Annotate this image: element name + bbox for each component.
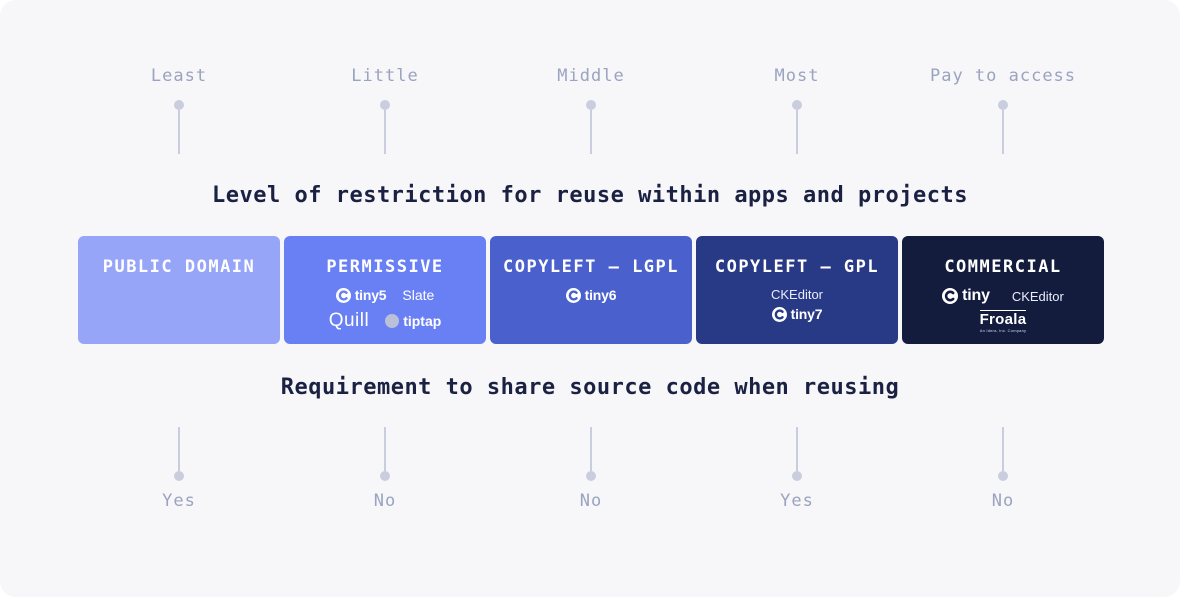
tinymce5-logo: tiny5 xyxy=(335,287,387,303)
stem-dot xyxy=(998,471,1008,481)
share-label-3: No xyxy=(579,491,603,511)
card-title: COPYLEFT – LGPL xyxy=(502,257,680,277)
card-copyleft-gpl: COPYLEFT – GPL CKEditor tiny7 xyxy=(696,236,898,344)
stem-dot xyxy=(380,100,390,110)
stem-dot xyxy=(174,100,184,110)
stem-line xyxy=(384,427,386,471)
stem-line xyxy=(384,110,386,154)
tinymce-icon xyxy=(942,288,959,304)
stem-dot xyxy=(380,471,390,481)
stem-line xyxy=(796,427,798,471)
stem-line xyxy=(796,110,798,154)
tiptap-label: tiptap xyxy=(403,313,442,329)
card-permissive: PERMISSIVE tiny5 Slate Quill tiptap xyxy=(284,236,486,344)
stem-line xyxy=(590,427,592,471)
tinymce-logo: tiny xyxy=(942,287,990,305)
stem-dot xyxy=(998,100,1008,110)
stem-line xyxy=(1002,110,1004,154)
stem-line xyxy=(1002,427,1004,471)
share-source-scale: Yes No No Yes No xyxy=(0,427,1180,510)
restriction-label-pay: Pay to access xyxy=(929,66,1077,86)
card-copyleft-lgpl: COPYLEFT – LGPL tiny6 xyxy=(490,236,692,344)
tiptap-logo: tiptap xyxy=(385,313,441,329)
ckeditor-logo: CKEditor xyxy=(1011,288,1064,304)
tiptap-icon xyxy=(385,314,400,328)
card-logos: tiny CKEditor Froala An Idera, Inc. Comp… xyxy=(942,287,1064,333)
share-source-title: Requirement to share source code when re… xyxy=(280,375,900,400)
share-label-1: Yes xyxy=(162,491,196,511)
share-scale-item: No xyxy=(902,427,1104,510)
card-public-domain: PUBLIC DOMAIN xyxy=(78,236,280,344)
stem-dot xyxy=(792,100,802,110)
share-scale-item: No xyxy=(490,427,692,510)
restriction-scale: Least Little Middle Most Pay to access xyxy=(0,68,1180,154)
restriction-scale-item: Pay to access xyxy=(902,68,1104,154)
tinymce5-label: tiny5 xyxy=(354,287,387,303)
stem-dot xyxy=(586,471,596,481)
license-cards: PUBLIC DOMAIN PERMISSIVE tiny5 Slate Qui… xyxy=(0,236,1180,344)
restriction-scale-item: Least xyxy=(78,68,280,154)
card-logos: CKEditor tiny7 xyxy=(771,287,823,322)
stem-line xyxy=(590,110,592,154)
restriction-label-middle: Middle xyxy=(557,66,625,86)
stem-line xyxy=(178,427,180,471)
restriction-scale-item: Little xyxy=(284,68,486,154)
share-scale-item: Yes xyxy=(696,427,898,510)
share-label-4: Yes xyxy=(780,491,814,511)
restriction-scale-item: Middle xyxy=(490,68,692,154)
tinymce-icon xyxy=(565,287,581,303)
slate-logo: Slate xyxy=(402,287,435,303)
stem-dot xyxy=(792,471,802,481)
card-commercial: COMMERCIAL tiny CKEditor Froala An Idera… xyxy=(902,236,1104,344)
share-scale-item: No xyxy=(284,427,486,510)
tinymce7-logo: tiny7 xyxy=(771,306,823,322)
card-title: COPYLEFT – GPL xyxy=(714,257,880,277)
tinymce6-logo: tiny6 xyxy=(565,287,617,303)
share-label-5: No xyxy=(991,491,1015,511)
restriction-label-least: Least xyxy=(150,66,208,86)
card-title: COMMERCIAL xyxy=(944,257,1062,277)
share-label-2: No xyxy=(373,491,397,511)
card-title: PERMISSIVE xyxy=(326,257,444,277)
tinymce6-label: tiny6 xyxy=(584,287,617,303)
restriction-label-most: Most xyxy=(774,66,820,86)
quill-logo: Quill xyxy=(328,310,370,331)
restriction-label-little: Little xyxy=(351,66,419,86)
ckeditor-logo: CKEditor xyxy=(770,287,824,302)
froala-logo: Froala An Idera, Inc. Company xyxy=(979,310,1027,333)
card-logos: tiny6 xyxy=(565,287,617,303)
tinymce-label: tiny xyxy=(962,287,990,304)
tinymce-icon xyxy=(771,306,787,322)
froala-tagline: An Idera, Inc. Company xyxy=(979,328,1027,333)
card-logos: tiny5 Slate Quill tiptap xyxy=(329,287,442,332)
froala-label: Froala xyxy=(979,310,1027,328)
tinymce-icon xyxy=(335,287,351,303)
stem-dot xyxy=(586,100,596,110)
card-title: PUBLIC DOMAIN xyxy=(102,257,256,277)
tinymce7-label: tiny7 xyxy=(790,306,823,322)
restriction-scale-item: Most xyxy=(696,68,898,154)
share-scale-item: Yes xyxy=(78,427,280,510)
stem-line xyxy=(178,110,180,154)
stem-dot xyxy=(174,471,184,481)
restriction-title: Level of restriction for reuse within ap… xyxy=(212,183,968,208)
